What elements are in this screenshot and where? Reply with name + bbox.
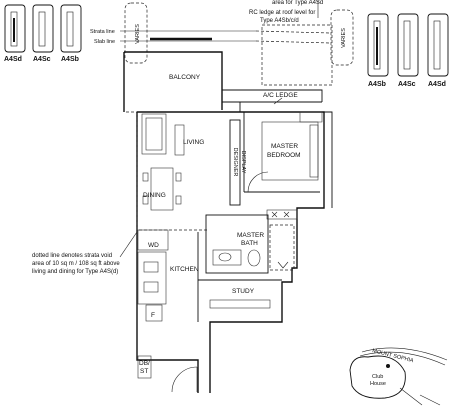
bedroom-label: BEDROOM — [267, 152, 301, 159]
unit-key-label: A4Sb — [368, 81, 386, 88]
strata-line-label: Strata line — [90, 29, 115, 35]
hob-icon — [143, 261, 159, 273]
fridge-box — [145, 304, 163, 322]
unit-location-marker — [386, 364, 390, 368]
db-label: DB/ — [139, 360, 150, 367]
master-bath-label-1: MASTER — [237, 232, 264, 239]
living-label: LIVING — [183, 139, 204, 146]
unit-key-label: A4Sb — [61, 56, 79, 63]
unit-key-label: A4Sc — [398, 81, 416, 88]
st-label: ST — [140, 368, 148, 375]
unit-key-a4sb-right: A4Sb — [367, 13, 389, 88]
coffee-table-icon — [174, 124, 185, 156]
dining-table-icon — [142, 167, 182, 211]
strata-void-note: dotted line denotes strata void area of … — [32, 231, 138, 275]
svg-text:dotted line denotes strata voi: dotted line denotes strata void — [32, 253, 112, 259]
svg-text:VARIES: VARIES — [341, 28, 347, 48]
designer-display: DESIGNER DISPLAY — [229, 119, 246, 206]
sink-icon — [143, 281, 159, 293]
master-label: MASTER — [271, 143, 298, 150]
varies-marker-left: VARIES — [124, 2, 148, 64]
entrance: DB/ ST — [137, 355, 198, 393]
living-dining: LIVING DINING — [136, 112, 208, 231]
master-bedroom: MASTER BEDROOM — [243, 111, 323, 193]
key-plan: MOUNT SOPHIA Club House — [349, 347, 448, 406]
ac-ledge: A/C LEDGE — [222, 89, 323, 105]
wardrobe — [266, 209, 298, 220]
vanity-icon — [212, 249, 242, 266]
unit-key-label: A4Sd — [428, 81, 446, 88]
kitchen-counter — [137, 251, 167, 305]
svg-text:VARIES: VARIES — [135, 24, 141, 44]
balcony: BALCONY — [123, 51, 223, 113]
svg-text:DESIGNER: DESIGNER — [232, 148, 238, 177]
strata-slab-lines: Strata line Slab line VARIES VARIES — [90, 2, 354, 66]
key-units-right: A4Sb A4Sc A4Sd — [367, 13, 449, 88]
unit-key-a4sb-left: A4Sb — [60, 4, 82, 63]
unit-key-a4sd-left: A4Sd — [4, 4, 26, 63]
bed-icon — [261, 121, 319, 181]
club-label: Club — [372, 374, 383, 380]
rc-ledge-note: area for Type A4Sd RC ledge at roof leve… — [249, 0, 333, 86]
unit-key-a4sd-right: A4Sd — [427, 13, 449, 88]
outer-walls — [136, 102, 333, 393]
svg-text:living and dining for Type A4S: living and dining for Type A4S(d) — [32, 269, 118, 275]
sofa-icon — [141, 113, 167, 155]
study-desk — [209, 299, 271, 309]
ac-ledge-label: A/C LEDGE — [263, 92, 298, 99]
fridge-label: F — [151, 312, 155, 319]
unit-key-a4sc-right: A4Sc — [397, 13, 419, 88]
study: STUDY — [197, 279, 282, 322]
bedroom-door-swing — [247, 171, 269, 193]
unit-key-a4sc-left: A4Sc — [32, 4, 54, 63]
study-label: STUDY — [232, 288, 255, 295]
dining-label: DINING — [143, 192, 166, 199]
entrance-door-swing — [171, 366, 198, 393]
site-outline — [349, 355, 406, 399]
svg-text:RC ledge at roof level for: RC ledge at roof level for — [249, 10, 315, 16]
svg-text:Type A4Sb/c/d: Type A4Sb/c/d — [260, 18, 299, 24]
key-units-left: A4Sd A4Sc A4Sb — [4, 4, 82, 63]
master-bath: MASTER BATH — [205, 214, 295, 274]
balcony-label: BALCONY — [169, 74, 201, 81]
house-label: House — [370, 381, 386, 387]
svg-text:area of 10 sq m / 108 sq ft ab: area of 10 sq m / 108 sq ft above — [32, 261, 120, 267]
kitchen: WD KITCHEN F — [137, 229, 199, 322]
varies-marker-right: VARIES — [330, 9, 354, 66]
unit-key-label: A4Sd — [4, 56, 22, 63]
master-bath-label-2: BATH — [241, 240, 258, 247]
svg-text:DISPLAY: DISPLAY — [240, 151, 246, 174]
wd-label: WD — [148, 242, 159, 249]
svg-text:area for Type A4Sd: area for Type A4Sd — [272, 0, 323, 6]
slab-line-label: Slab line — [94, 39, 115, 45]
kitchen-label: KITCHEN — [170, 266, 199, 273]
unit-key-label: A4Sc — [33, 56, 51, 63]
toilet-icon — [247, 249, 261, 267]
shower-area — [269, 224, 295, 271]
